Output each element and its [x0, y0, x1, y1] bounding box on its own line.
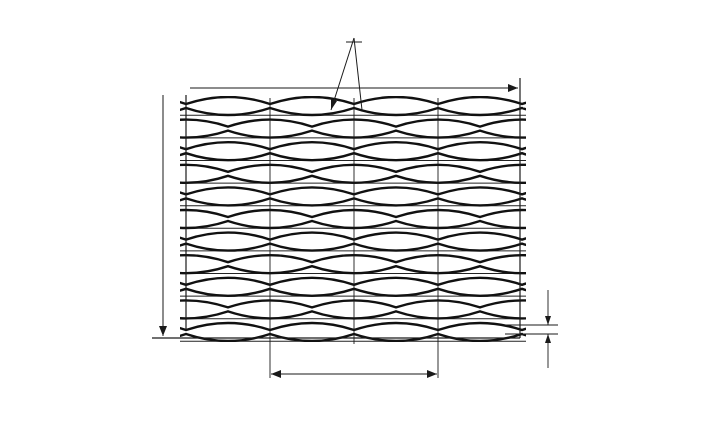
arrowhead-left [271, 370, 281, 378]
arrowhead-thickness-down [545, 316, 551, 325]
dimension-thickness [505, 290, 558, 368]
leader-arrowhead [331, 99, 337, 110]
mesh-strand-lower [180, 287, 526, 298]
mesh-strand-upper [180, 140, 526, 151]
mesh-strand-lower [180, 152, 526, 162]
mesh-strand-upper [180, 231, 526, 241]
dimension-width [190, 84, 518, 92]
mesh-strand-upper [180, 96, 526, 106]
callout-leader [330, 37, 363, 111]
mesh-strand-upper [180, 321, 526, 332]
arrowhead-right-pitch [427, 370, 437, 378]
mesh-strand-upper [180, 276, 526, 286]
leader-line-right [353, 37, 363, 111]
dimension-pitch [271, 370, 437, 378]
leader-line-left [330, 37, 355, 111]
mesh-strand-lower [180, 197, 526, 207]
mesh-strand-lower [180, 332, 526, 342]
arrowhead-thickness-up [545, 334, 551, 343]
mesh-pattern [180, 96, 526, 342]
arrowhead-down [159, 326, 167, 336]
dimension-height [159, 95, 167, 336]
mesh-strand-upper [180, 186, 526, 196]
mesh-strand-lower [180, 242, 526, 252]
mesh-strand-lower [180, 106, 526, 117]
arrowhead-right [508, 84, 518, 92]
reference-lines [152, 78, 521, 378]
